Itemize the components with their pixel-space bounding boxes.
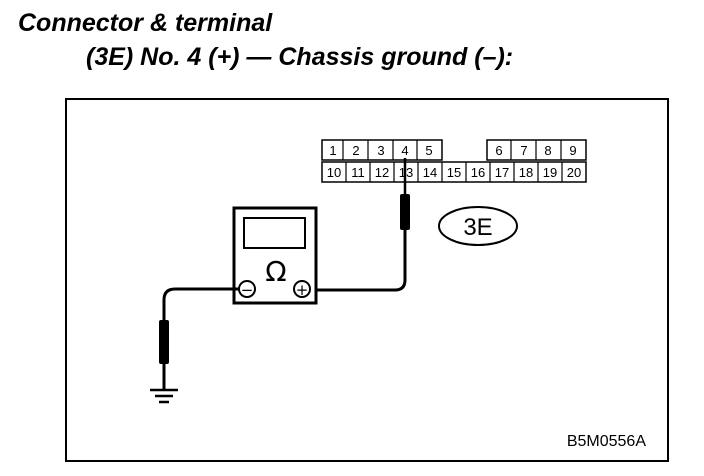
terminal-11: 11 [351, 165, 365, 180]
heading: Connector & terminal (3E) No. 4 (+) — Ch… [18, 6, 513, 71]
terminal-5: 5 [425, 143, 432, 158]
terminal-9: 9 [569, 143, 576, 158]
meter-display [243, 217, 306, 249]
ground-icon [150, 388, 178, 404]
heading-line-1: Connector & terminal [18, 9, 273, 37]
negative-probe [159, 320, 169, 364]
terminal-3: 3 [377, 143, 384, 158]
positive-terminal-sign: + [296, 281, 309, 299]
figure-code: B5M0556A [567, 433, 646, 450]
negative-terminal-sign: − [241, 281, 254, 299]
terminal-1: 1 [329, 143, 336, 158]
connector-label: 3E [438, 206, 518, 246]
terminal-15: 15 [447, 165, 461, 180]
positive-lead-wire [312, 279, 407, 292]
terminal-12: 12 [375, 165, 389, 180]
terminal-20: 20 [567, 165, 581, 180]
connector-label-text: 3E [463, 214, 492, 241]
terminal-14: 14 [423, 165, 437, 180]
terminal-2: 2 [352, 143, 359, 158]
ohmmeter: Ω − + [232, 206, 318, 305]
terminal-6: 6 [495, 143, 502, 158]
ohm-symbol: Ω [265, 255, 286, 288]
connector-bottom-row: 10 11 12 13 14 15 16 17 18 19 20 [321, 161, 587, 183]
terminal-7: 7 [520, 143, 527, 158]
terminal-8: 8 [544, 143, 551, 158]
positive-probe [400, 158, 410, 280]
diagram-frame [65, 98, 669, 462]
terminal-18: 18 [519, 165, 533, 180]
terminal-16: 16 [471, 165, 485, 180]
positive-terminal [293, 280, 311, 298]
connector-top-row: 1 2 3 4 5 6 7 8 9 [321, 139, 587, 161]
negative-lead [159, 287, 239, 390]
terminal-4: 4 [401, 143, 408, 158]
terminal-19: 19 [543, 165, 557, 180]
terminal-17: 17 [495, 165, 509, 180]
heading-line-2: (3E) No. 4 (+) — Chassis ground (–): [86, 43, 514, 71]
terminal-10: 10 [327, 165, 341, 180]
